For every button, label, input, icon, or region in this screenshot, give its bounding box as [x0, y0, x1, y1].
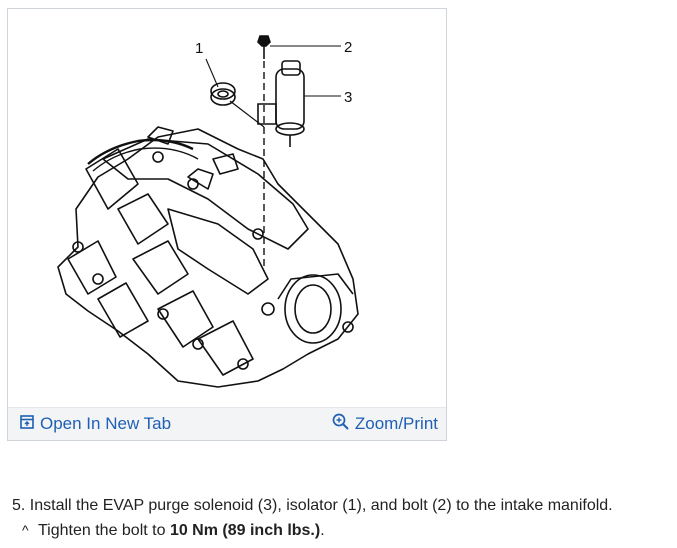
- callout-1-leader: [205, 58, 219, 88]
- callout-2: 2: [344, 39, 352, 56]
- open-in-new-tab-link[interactable]: Open In New Tab: [20, 413, 171, 435]
- zoom-print-link[interactable]: Zoom/Print: [332, 413, 438, 435]
- figure-toolbar: Open In New Tab Zoom/Print: [8, 407, 446, 440]
- torque-suffix: .: [320, 522, 325, 539]
- manifold-outline: [57, 126, 359, 388]
- isolator-guide-line: [229, 100, 265, 128]
- callout-1: 1: [195, 40, 203, 57]
- caret-bullet: ^: [22, 522, 29, 538]
- solenoid-part: [257, 60, 305, 147]
- intake-manifold-diagram[interactable]: 1 2 3: [8, 9, 446, 407]
- magnifier-plus-icon: [332, 413, 349, 435]
- diagram-drawing: 1 2 3: [57, 35, 359, 388]
- open-in-new-tab-label: Open In New Tab: [40, 414, 172, 433]
- isolator-part: [210, 82, 236, 106]
- step-5-text: 5. Install the EVAP purge solenoid (3), …: [12, 497, 613, 514]
- figure-card: 1 2 3 Open In New Tab: [7, 8, 447, 441]
- torque-substep: ^ Tighten the bolt to 10 Nm (89 inch lbs.…: [12, 518, 674, 543]
- torque-prefix: Tighten the bolt to: [38, 522, 170, 539]
- instructions: 5. Install the EVAP purge solenoid (3), …: [12, 493, 674, 543]
- callout-3: 3: [344, 89, 352, 106]
- bolt-part: [257, 35, 271, 59]
- torque-value: 10 Nm (89 inch lbs.): [169, 522, 321, 539]
- open-new-tab-icon: [20, 414, 34, 434]
- zoom-print-label: Zoom/Print: [354, 414, 438, 433]
